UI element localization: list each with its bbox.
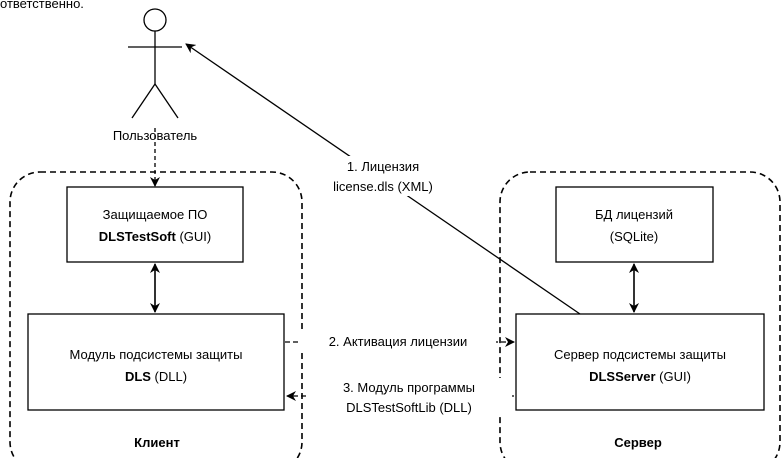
client-container xyxy=(9,171,303,458)
user-actor-icon xyxy=(128,8,182,119)
dls-server-subtitle: DLSServer (GUI) xyxy=(589,369,691,384)
dls-server-title: Сервер подсистемы защиты xyxy=(554,347,726,362)
license-db-subtitle: (SQLite) xyxy=(610,229,658,244)
license-arrow-label-bg xyxy=(312,156,454,196)
dls-module-type: (DLL) xyxy=(151,369,187,384)
dls-server-box xyxy=(515,313,765,411)
activation-arrow-label-bg xyxy=(300,332,496,350)
dls-module-subtitle: DLS (DLL) xyxy=(125,369,187,384)
protected-software-title: Защищаемое ПО xyxy=(103,207,208,222)
activation-arrow-label: 2. Активация лицензии xyxy=(329,334,468,349)
license-db-box xyxy=(555,186,714,263)
dls-module-title: Модуль подсистемы защиты xyxy=(70,347,243,362)
server-container-label: Сервер xyxy=(614,435,662,450)
server-container xyxy=(499,171,781,458)
dls-server-type: (GUI) xyxy=(656,369,691,384)
protected-software-type: (GUI) xyxy=(176,229,211,244)
protected-software-box xyxy=(66,186,244,263)
license-arrow-label-2: license.dls (XML) xyxy=(333,179,433,194)
client-container-label: Клиент xyxy=(134,435,180,450)
top-cut-text: ответственно. xyxy=(0,0,84,11)
program-module-label-1: 3. Модуль программы xyxy=(343,380,475,395)
protected-software-name: DLSTestSoft xyxy=(99,229,177,244)
license-arrow-label-1: 1. Лицензия xyxy=(347,159,419,174)
program-module-label-2: DLSTestSoftLib (DLL) xyxy=(346,400,472,415)
program-module-label-bg xyxy=(306,378,512,416)
dls-module-name: DLS xyxy=(125,369,151,384)
license-db-title: БД лицензий xyxy=(595,207,673,222)
dls-module-box xyxy=(27,313,285,411)
protected-software-subtitle: DLSTestSoft (GUI) xyxy=(99,229,211,244)
dls-server-name: DLSServer xyxy=(589,369,655,384)
